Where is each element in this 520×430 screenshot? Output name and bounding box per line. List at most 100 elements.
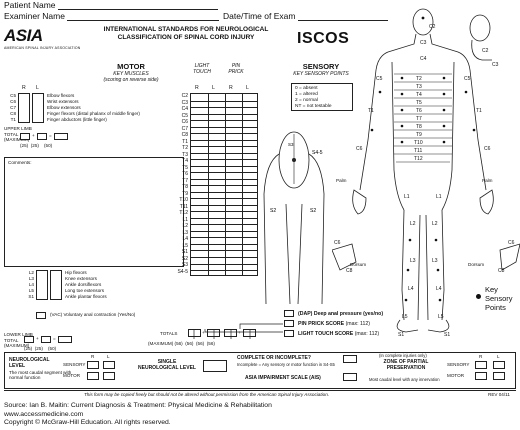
grid-row-line — [191, 230, 257, 232]
comments-label: Comments: — [8, 160, 32, 165]
pp-r-label: R — [229, 85, 233, 91]
svg-text:C3: C3 — [492, 62, 499, 68]
svg-text:T7: T7 — [416, 116, 422, 122]
level-label: L4 — [182, 236, 188, 243]
sensory-level-r[interactable] — [87, 361, 99, 369]
level-label: C8 — [181, 132, 188, 139]
footer-url: www.accessmedicine.com — [4, 410, 84, 418]
svg-text:T1: T1 — [368, 108, 374, 114]
sensory-legend: 0 = absent 1 = altered 2 = normal NT = n… — [291, 83, 353, 111]
grid-row-line — [191, 120, 257, 122]
grid-row-line — [191, 270, 257, 272]
level-label: L1 — [182, 216, 188, 223]
motor-r-label: R — [22, 85, 26, 91]
complete-box[interactable] — [343, 355, 357, 363]
grid-row-line — [191, 250, 257, 252]
key-sensory-points-label: Key Sensory Points — [485, 285, 513, 312]
level-label: T11 — [179, 203, 188, 210]
svg-text:L1: L1 — [404, 194, 410, 200]
level-label: S1 — [181, 249, 188, 256]
classification-bar: NEUROLOGICAL LEVEL The most caudal segme… — [4, 352, 516, 389]
palm-label-left: Palm — [336, 178, 347, 183]
svg-text:T12: T12 — [414, 156, 423, 162]
zpp-motor-label: MOTOR — [447, 373, 465, 378]
svg-text:T10: T10 — [414, 140, 423, 146]
patient-name-line[interactable] — [57, 1, 218, 10]
title-line2: CLASSIFICATION OF SPINAL CORD INJURY — [117, 34, 255, 41]
zpp-motor-l[interactable] — [493, 372, 505, 380]
grid-row-line — [191, 178, 257, 180]
level-label: C2 — [181, 93, 188, 99]
date-time-label: Date/Time of Exam — [223, 11, 388, 21]
grid-row-line — [191, 146, 257, 148]
grid-row-line — [191, 263, 257, 265]
grid-row-line — [191, 139, 257, 141]
svg-text:C4: C4 — [420, 56, 427, 62]
level-label: T4 — [182, 158, 188, 165]
zpp-note: (In complete injuries only) — [379, 353, 427, 358]
zpp-sensory-r[interactable] — [475, 361, 487, 369]
zpp-motor-r[interactable] — [475, 372, 487, 380]
comments-box[interactable]: Comments: — [4, 157, 184, 267]
bottom-motor-label: MOTOR — [63, 373, 81, 378]
motor-level-r[interactable] — [87, 372, 99, 380]
level-label: T3 — [182, 151, 188, 158]
date-time-line[interactable] — [297, 12, 388, 21]
sensory-level-l[interactable] — [103, 361, 115, 369]
grid-maximum-row: (MAXIMUM) (56) (56) (56) (56) — [148, 341, 215, 346]
svg-text:L2: L2 — [410, 221, 416, 227]
notice-divider — [4, 390, 516, 391]
svg-text:L4: L4 — [408, 286, 414, 292]
svg-text:S2: S2 — [310, 208, 316, 214]
grid-col-line — [242, 94, 243, 275]
svg-text:T8: T8 — [416, 124, 422, 130]
level-label: T5 — [182, 164, 188, 171]
svg-text:L4: L4 — [436, 286, 442, 292]
dap-box[interactable] — [284, 310, 294, 317]
sensory-subtitle: KEY SENSORY POINTS — [293, 71, 349, 77]
svg-text:C8: C8 — [346, 268, 353, 274]
pin-prick-score-label: PIN PRICK SCORE (max: 112) — [298, 321, 370, 327]
svg-text:T2: T2 — [416, 76, 422, 82]
zpp-sensory-l[interactable] — [493, 361, 505, 369]
svg-text:C2: C2 — [482, 48, 489, 54]
key-point-dot-icon — [476, 294, 481, 299]
lower-limb-total-label: LOWER LIMB TOTAL (MAXIMUM) — [4, 332, 33, 348]
asia-logo-subtext: AMERICAN SPINAL INJURY ASSOCIATION — [4, 46, 81, 50]
level-label: C7 — [181, 125, 188, 132]
score-connectors — [193, 323, 283, 339]
title-line1: INTERNATIONAL STANDARDS FOR NEUROLOGICAL — [103, 26, 269, 33]
copy-notice: This form may be copied freely but shoul… — [84, 392, 330, 397]
sensory-header: SENSORY KEY SENSORY POINTS — [286, 62, 356, 77]
svg-text:S1: S1 — [444, 332, 450, 338]
vac-box[interactable] — [36, 312, 46, 319]
perineum-diagram: S4-5 S2 S2 S3 — [263, 131, 325, 305]
grid-row-line — [191, 133, 257, 135]
grid-row-line — [191, 211, 257, 213]
zpp-l-label: L — [497, 354, 500, 359]
grid-row-line — [191, 100, 257, 102]
neurological-level-label: NEUROLOGICAL LEVEL — [9, 357, 50, 369]
single-level-label: SINGLE NEUROLOGICAL LEVEL — [138, 359, 196, 371]
ais-box[interactable] — [343, 373, 357, 381]
svg-text:T9: T9 — [416, 132, 422, 138]
single-level-box[interactable] — [203, 360, 227, 372]
motor-level-l[interactable] — [103, 372, 115, 380]
level-label: L3 — [182, 229, 188, 236]
examiner-name-line[interactable] — [67, 12, 220, 21]
lt-r-label: R — [195, 85, 199, 91]
sensory-grid[interactable] — [190, 93, 258, 276]
pin-prick-score-box[interactable] — [284, 320, 294, 327]
level-label: T12 — [179, 210, 188, 217]
ais-label: ASIA IMPAIRMENT SCALE (AIS) — [245, 375, 321, 381]
form-title: INTERNATIONAL STANDARDS FOR NEUROLOGICAL… — [96, 26, 276, 42]
light-touch-score-box[interactable] — [284, 330, 294, 337]
svg-text:C8: C8 — [498, 268, 505, 274]
upper-limb-total-label: UPPER LIMB TOTAL (MAXIMUM) — [4, 126, 32, 142]
level-label: C4 — [181, 106, 188, 113]
svg-text:L5: L5 — [438, 314, 444, 320]
